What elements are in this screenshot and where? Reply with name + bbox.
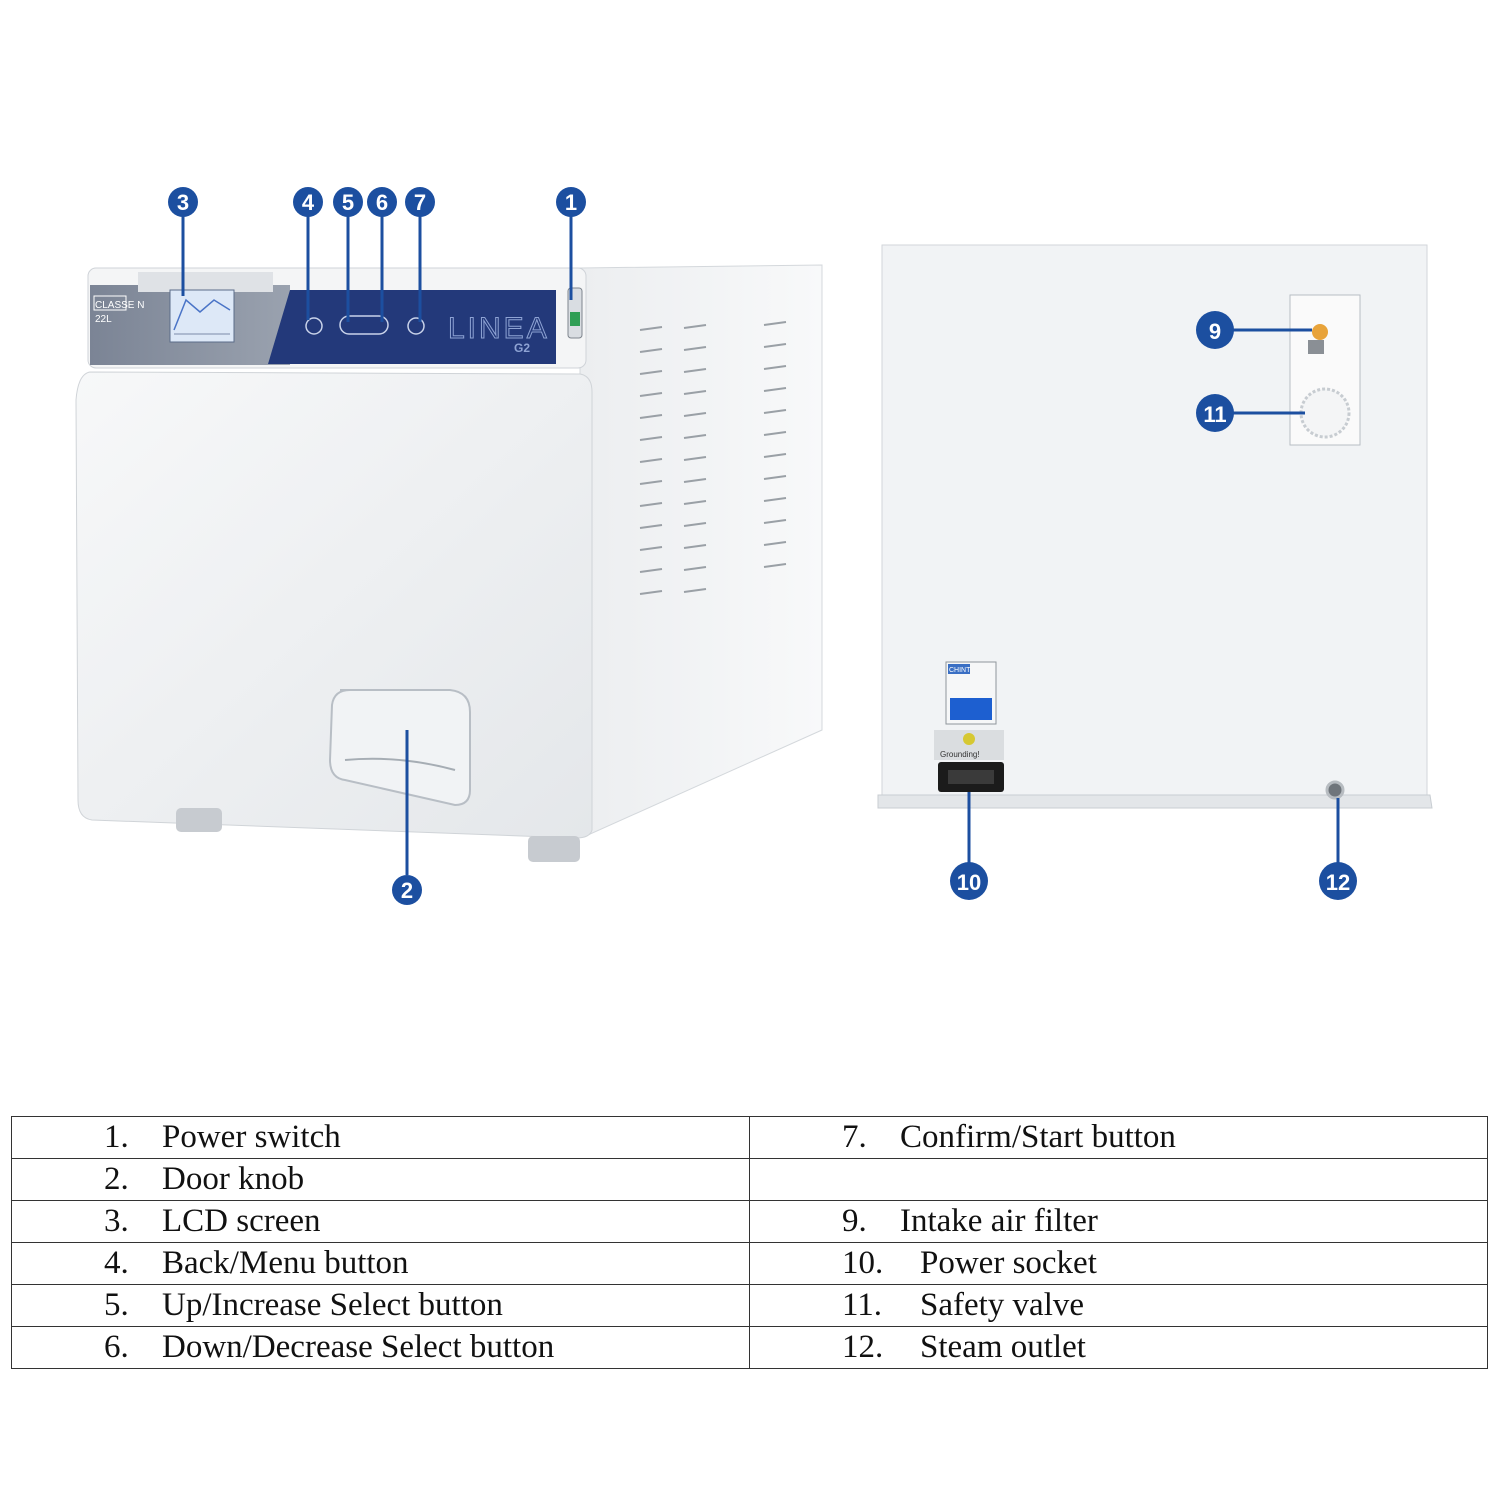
callout-12-number: 12 bbox=[1326, 870, 1350, 895]
callout-2-number: 2 bbox=[401, 878, 413, 903]
callout-2: 2 bbox=[392, 875, 422, 905]
rear-unit: CHINT Grounding! bbox=[877, 244, 1433, 809]
side-panel bbox=[579, 264, 823, 836]
grounding-label: Grounding! bbox=[940, 750, 980, 759]
circuit-breaker[interactable]: CHINT bbox=[945, 661, 997, 725]
door-knob[interactable] bbox=[328, 689, 471, 807]
door-knob-recess bbox=[344, 757, 456, 771]
callout-11-number: 11 bbox=[1203, 402, 1226, 427]
volume-label: 22L bbox=[95, 314, 112, 325]
class-label: CLASSE N bbox=[95, 300, 144, 311]
callout-10: 10 bbox=[950, 862, 988, 900]
callout-1: 1 bbox=[556, 187, 586, 217]
autoclave-diagram: CLASSE N 22L LINEA G2 bbox=[75, 187, 1433, 905]
callout-7: 7 bbox=[405, 187, 435, 217]
legend-row: 2. Door knob bbox=[11, 1158, 1488, 1201]
legend-cell-left: 5. Up/Increase Select button bbox=[11, 1284, 750, 1327]
up-down-button-strip[interactable] bbox=[339, 315, 389, 335]
legend-number: 6. bbox=[104, 1329, 129, 1365]
legend-number: 2. bbox=[104, 1161, 129, 1197]
legend-number: 5. bbox=[104, 1287, 129, 1323]
ground-icon bbox=[963, 733, 975, 745]
panel-blue-area bbox=[268, 290, 556, 364]
callout-5: 5 bbox=[333, 187, 363, 217]
parts-legend-table: 1. Power switch 7. Confirm/Start button 2.… bbox=[11, 1116, 1488, 1369]
legend-cell-left: 4. Back/Menu button bbox=[11, 1242, 750, 1285]
legend-row: 4. Back/Menu button 10. Power socket bbox=[11, 1242, 1488, 1285]
steam-outlet[interactable] bbox=[1325, 780, 1345, 800]
intake-air-filter[interactable] bbox=[1308, 324, 1328, 354]
legend-text: Safety valve bbox=[920, 1287, 1085, 1323]
callout-3: 3 bbox=[168, 187, 198, 217]
legend-row: 1. Power switch 7. Confirm/Start button bbox=[11, 1116, 1488, 1159]
callout-9-number: 9 bbox=[1209, 319, 1221, 344]
legend-row: 3. LCD screen 9. Intake air filter bbox=[11, 1200, 1488, 1243]
lcd-bezel bbox=[138, 272, 273, 292]
callout-9: 9 bbox=[1196, 311, 1234, 349]
legend-text: Confirm/Start button bbox=[900, 1119, 1176, 1155]
legend-number: 3. bbox=[104, 1203, 129, 1239]
callout-6: 6 bbox=[367, 187, 397, 217]
confirm-start-button[interactable] bbox=[407, 317, 425, 335]
legend-row: 6. Down/Decrease Select button 12. Steam o… bbox=[11, 1326, 1488, 1369]
legend-text: Up/Increase Select button bbox=[162, 1287, 503, 1323]
callout-1-number: 1 bbox=[565, 190, 577, 215]
rear-base bbox=[877, 794, 1433, 809]
legend-text: Intake air filter bbox=[900, 1203, 1098, 1239]
legend-cell-right: 10. Power socket bbox=[749, 1242, 1488, 1285]
legend-cell-right: 9. Intake air filter bbox=[749, 1200, 1488, 1243]
legend-text: Steam outlet bbox=[920, 1329, 1086, 1365]
legend-cell-right: 11. Safety valve bbox=[749, 1284, 1488, 1327]
foot-left bbox=[176, 808, 222, 832]
legend-number: 10. bbox=[842, 1245, 884, 1281]
callout-7-number: 7 bbox=[414, 190, 426, 215]
legend-text: Back/Menu button bbox=[162, 1245, 409, 1281]
legend-cell-right: 12. Steam outlet bbox=[749, 1326, 1488, 1369]
legend-number: 12. bbox=[842, 1329, 884, 1365]
legend-cell-right: 7. Confirm/Start button bbox=[749, 1116, 1488, 1159]
legend-text: Power switch bbox=[162, 1119, 341, 1155]
legend-number: 4. bbox=[104, 1245, 129, 1281]
lcd-screen bbox=[169, 289, 235, 343]
callout-lines bbox=[181, 216, 1340, 875]
panel-buttons[interactable] bbox=[305, 315, 425, 335]
legend-number: 1. bbox=[104, 1119, 129, 1155]
legend-text: LCD screen bbox=[162, 1203, 321, 1239]
safety-valve[interactable] bbox=[1299, 387, 1351, 439]
legend-number: 9. bbox=[842, 1203, 867, 1239]
callout-10-number: 10 bbox=[957, 870, 981, 895]
side-vents bbox=[639, 321, 787, 595]
legend-number: 11. bbox=[842, 1287, 883, 1323]
legend-cell-left: 1. Power switch bbox=[11, 1116, 750, 1159]
front-unit: CLASSE N 22L LINEA G2 bbox=[75, 264, 823, 862]
callout-3-number: 3 bbox=[177, 190, 189, 215]
legend-text: Down/Decrease Select button bbox=[162, 1329, 555, 1365]
legend-text: Power socket bbox=[920, 1245, 1097, 1281]
model-label: G2 bbox=[514, 341, 530, 355]
legend-number: 7. bbox=[842, 1119, 867, 1155]
callout-4: 4 bbox=[293, 187, 323, 217]
foot-right bbox=[528, 836, 580, 862]
legend-cell-left: 6. Down/Decrease Select button bbox=[11, 1326, 750, 1369]
legend-cell-right bbox=[749, 1158, 1488, 1201]
class-badge bbox=[93, 295, 127, 311]
power-switch-green bbox=[570, 312, 580, 326]
legend-cell-left: 3. LCD screen bbox=[11, 1200, 750, 1243]
callout-5-number: 5 bbox=[342, 190, 354, 215]
legend-cell-left: 2. Door knob bbox=[11, 1158, 750, 1201]
legend-text: Door knob bbox=[162, 1161, 305, 1197]
callout-4-number: 4 bbox=[302, 190, 315, 215]
power-socket-pins bbox=[948, 770, 994, 784]
legend-row: 5. Up/Increase Select button 11. Safety va… bbox=[11, 1284, 1488, 1327]
callout-11: 11 bbox=[1196, 394, 1234, 432]
brand-label: LINEA bbox=[448, 312, 550, 345]
callout-6-number: 6 bbox=[376, 190, 388, 215]
breaker-brand: CHINT bbox=[949, 667, 971, 674]
back-menu-button[interactable] bbox=[305, 317, 323, 335]
callout-12: 12 bbox=[1319, 862, 1357, 900]
